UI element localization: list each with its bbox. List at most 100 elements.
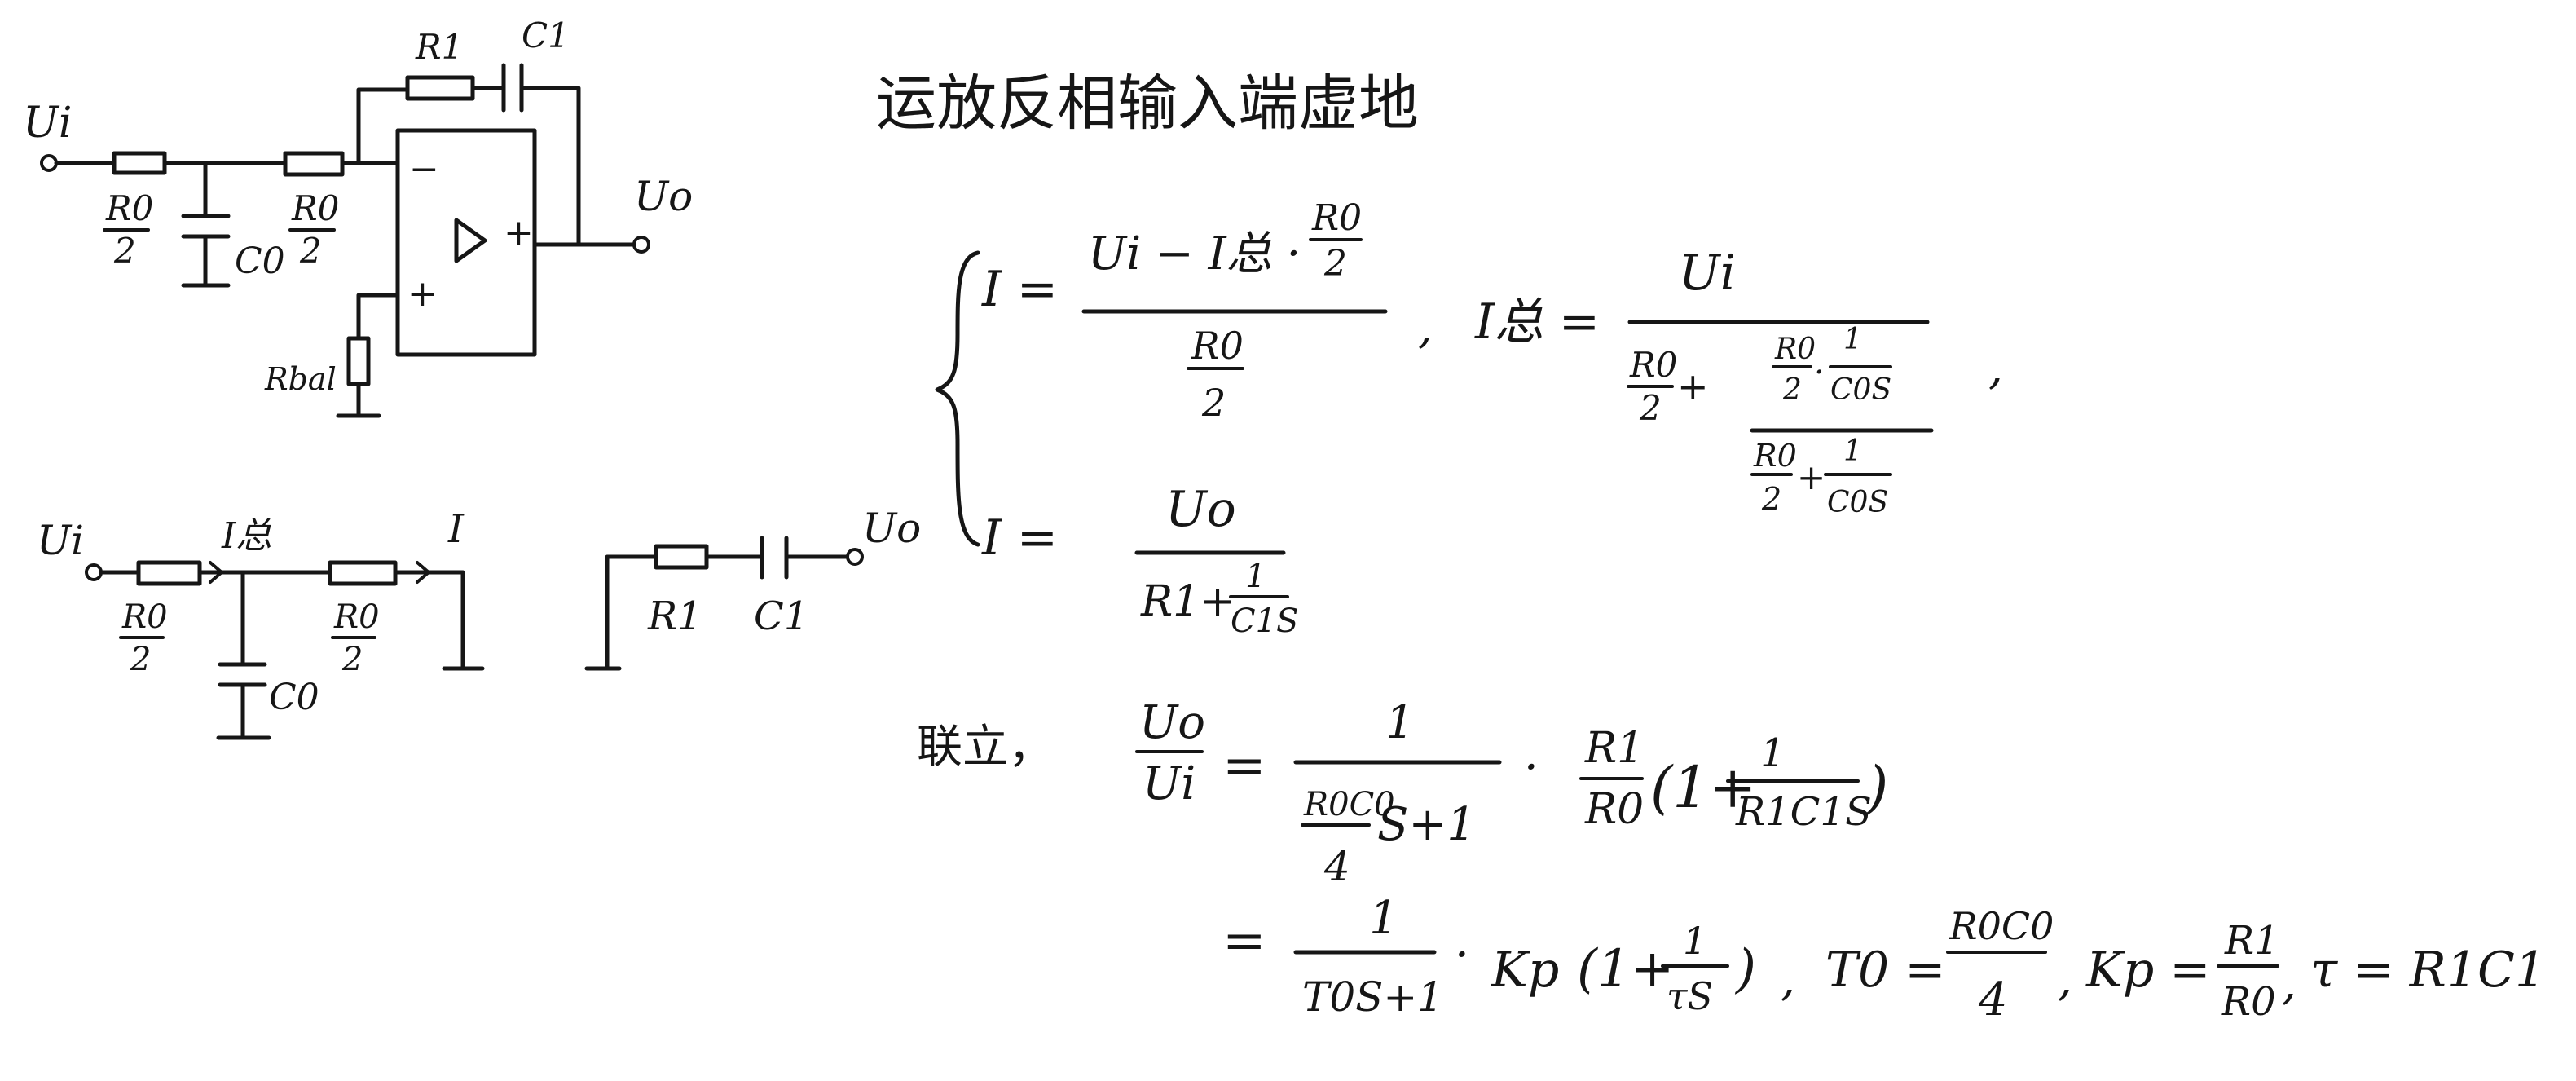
- final-sep2: ,: [2058, 953, 2072, 1006]
- final-dot: ·: [1455, 929, 1469, 982]
- combined-frac2-den: R0: [1584, 785, 1644, 834]
- final-t0-den: 4: [1978, 973, 2008, 1026]
- c0-label: C0: [235, 240, 285, 282]
- bottom-input-terminal: [85, 563, 103, 581]
- final-t0-lhs: T0 =: [1825, 942, 1946, 999]
- wire: [356, 293, 400, 341]
- final-frac1-num: 1: [1369, 892, 1398, 945]
- opamp-plus: +: [407, 273, 438, 315]
- combined-frac1-num: 1: [1385, 696, 1415, 749]
- resistor-r0-half-left-b: [136, 560, 202, 586]
- final-form: = 1 T0S+1 · Kp (1+ 1 τS ) , T0 = R0C0 4 …: [1222, 892, 2546, 1026]
- eq1-num-frac-num: R0: [1311, 197, 1362, 239]
- eq2-den-left-den: 2: [1639, 388, 1662, 428]
- eq2-inner-num-b-num: 1: [1843, 323, 1862, 356]
- final-eq: =: [1222, 911, 1266, 971]
- final-frac1-den: T0S+1: [1302, 973, 1443, 1021]
- final-kp-num: R1: [2224, 918, 2279, 964]
- combined-dot: ·: [1524, 741, 1539, 794]
- bottom-output-label: Uo: [862, 505, 921, 552]
- r1-label: R1: [415, 27, 463, 67]
- input-terminal: [40, 154, 58, 172]
- opamp-triangle-icon: [454, 218, 487, 263]
- eq1-den-den: 2: [1201, 381, 1226, 425]
- final-paren-close: ): [1734, 939, 1756, 999]
- top-input-label: Ui: [23, 99, 72, 148]
- b-r0-right-num: R0: [333, 598, 380, 636]
- eq3-lhs: I =: [981, 510, 1058, 567]
- combined-frac3-num: 1: [1760, 730, 1786, 776]
- combined-paren-open: (1+: [1650, 754, 1757, 821]
- eq2-inner-num-dot: ·: [1814, 354, 1825, 391]
- opamp-minus: −: [409, 148, 439, 190]
- final-kp-den: R0: [2221, 979, 2276, 1025]
- resistor-r1-b: [654, 544, 709, 570]
- eq1-num-frac-den: 2: [1323, 243, 1347, 285]
- eq2-inner-num-a-den: 2: [1782, 373, 1802, 407]
- combined-frac2-num: R1: [1584, 724, 1644, 773]
- eq1-lhs: I =: [981, 261, 1058, 318]
- i-label: I: [447, 506, 465, 552]
- output-terminal: [632, 236, 650, 254]
- eq2-den-plus: +: [1677, 364, 1709, 408]
- resistor-r1: [405, 75, 475, 101]
- page-title: 运放反相输入端虚地: [876, 68, 1419, 139]
- eq3-den-frac-den: C1S: [1231, 602, 1298, 640]
- b-r1-label: R1: [647, 593, 702, 639]
- eq2-inner-den-a-num: R0: [1753, 438, 1797, 474]
- resistor-r0-half-left: [112, 151, 167, 175]
- eq2-lhs: I总 =: [1474, 293, 1600, 351]
- top-circuit: Ui R0 2 C0 R0 2 R1 C1 −: [23, 15, 693, 418]
- eq2-inner-den-b-num: 1: [1843, 435, 1862, 468]
- b-c1-label: C1: [754, 593, 808, 639]
- b-r0-right-den: 2: [341, 641, 363, 678]
- wire: [393, 570, 465, 671]
- r0-half-right-den: 2: [299, 231, 322, 271]
- combined-frac3-den: R1C1S: [1735, 789, 1872, 835]
- eq2-comma: ,: [1988, 342, 2003, 395]
- bottom-output-terminal: [846, 548, 864, 566]
- final-paren-open: (1+: [1577, 939, 1674, 999]
- final-frac2-den: τS: [1667, 974, 1713, 1018]
- current-arrow-icon: [209, 561, 223, 584]
- final-sep3: ,: [2282, 957, 2296, 1010]
- wire: [605, 554, 658, 671]
- top-output-label: Uo: [634, 173, 693, 220]
- b-r0-left-num: R0: [121, 598, 168, 636]
- combined-lhs-num: Uo: [1139, 696, 1205, 749]
- current-arrow-icon: [416, 561, 430, 584]
- rbal-label: Rbal: [264, 361, 337, 397]
- eq2-inner-den-b-den: C0S: [1827, 486, 1888, 519]
- eq3-den-frac-num: 1: [1245, 558, 1266, 595]
- final-tau: τ = R1C1: [2310, 942, 2546, 999]
- b-c0-label: C0: [269, 677, 319, 718]
- final-kp: Kp: [1491, 942, 1559, 999]
- final-t0-num: R0C0: [1949, 904, 2054, 948]
- eq3-num: Uo: [1165, 481, 1236, 538]
- r0-half-left-den: 2: [113, 231, 136, 271]
- r0-half-right-num: R0: [291, 188, 339, 228]
- bottom-circuit: Ui I总 R0 2 C0 I R0 2 R1 C1: [37, 505, 921, 740]
- combined-label: 联立，: [917, 721, 1054, 774]
- combined-result: 联立， Uo Ui = 1 R0C0 4 S+1 · R1 R0 (1+ 1 R…: [917, 696, 1888, 890]
- resistor-r0-half-right-b: [328, 560, 398, 586]
- eq2-inner-den-a-den: 2: [1761, 481, 1781, 517]
- b-r0-left-den: 2: [130, 641, 151, 678]
- r0-half-left-num: R0: [105, 188, 153, 228]
- final-kp-lhs: Kp =: [2085, 942, 2211, 999]
- combined-lhs-den: Ui: [1143, 757, 1196, 810]
- eq2-inner-num-b-den: C0S: [1830, 373, 1891, 407]
- eq2-num: Ui: [1679, 245, 1736, 302]
- opamp-out-plus: +: [504, 212, 534, 254]
- resistor-r0-half-right: [283, 151, 345, 177]
- wire: [356, 87, 410, 165]
- combined-frac1-den-num: R0C0: [1303, 786, 1395, 823]
- final-frac2-num: 1: [1683, 919, 1706, 963]
- resistor-rbal: [346, 336, 371, 386]
- combined-frac1-den-den: 4: [1323, 843, 1350, 890]
- eq1-comma: ,: [1418, 301, 1433, 354]
- eq2-den-left-num: R0: [1629, 345, 1677, 385]
- eq3-den-a: R1+: [1140, 577, 1235, 626]
- c1-label: C1: [522, 15, 570, 55]
